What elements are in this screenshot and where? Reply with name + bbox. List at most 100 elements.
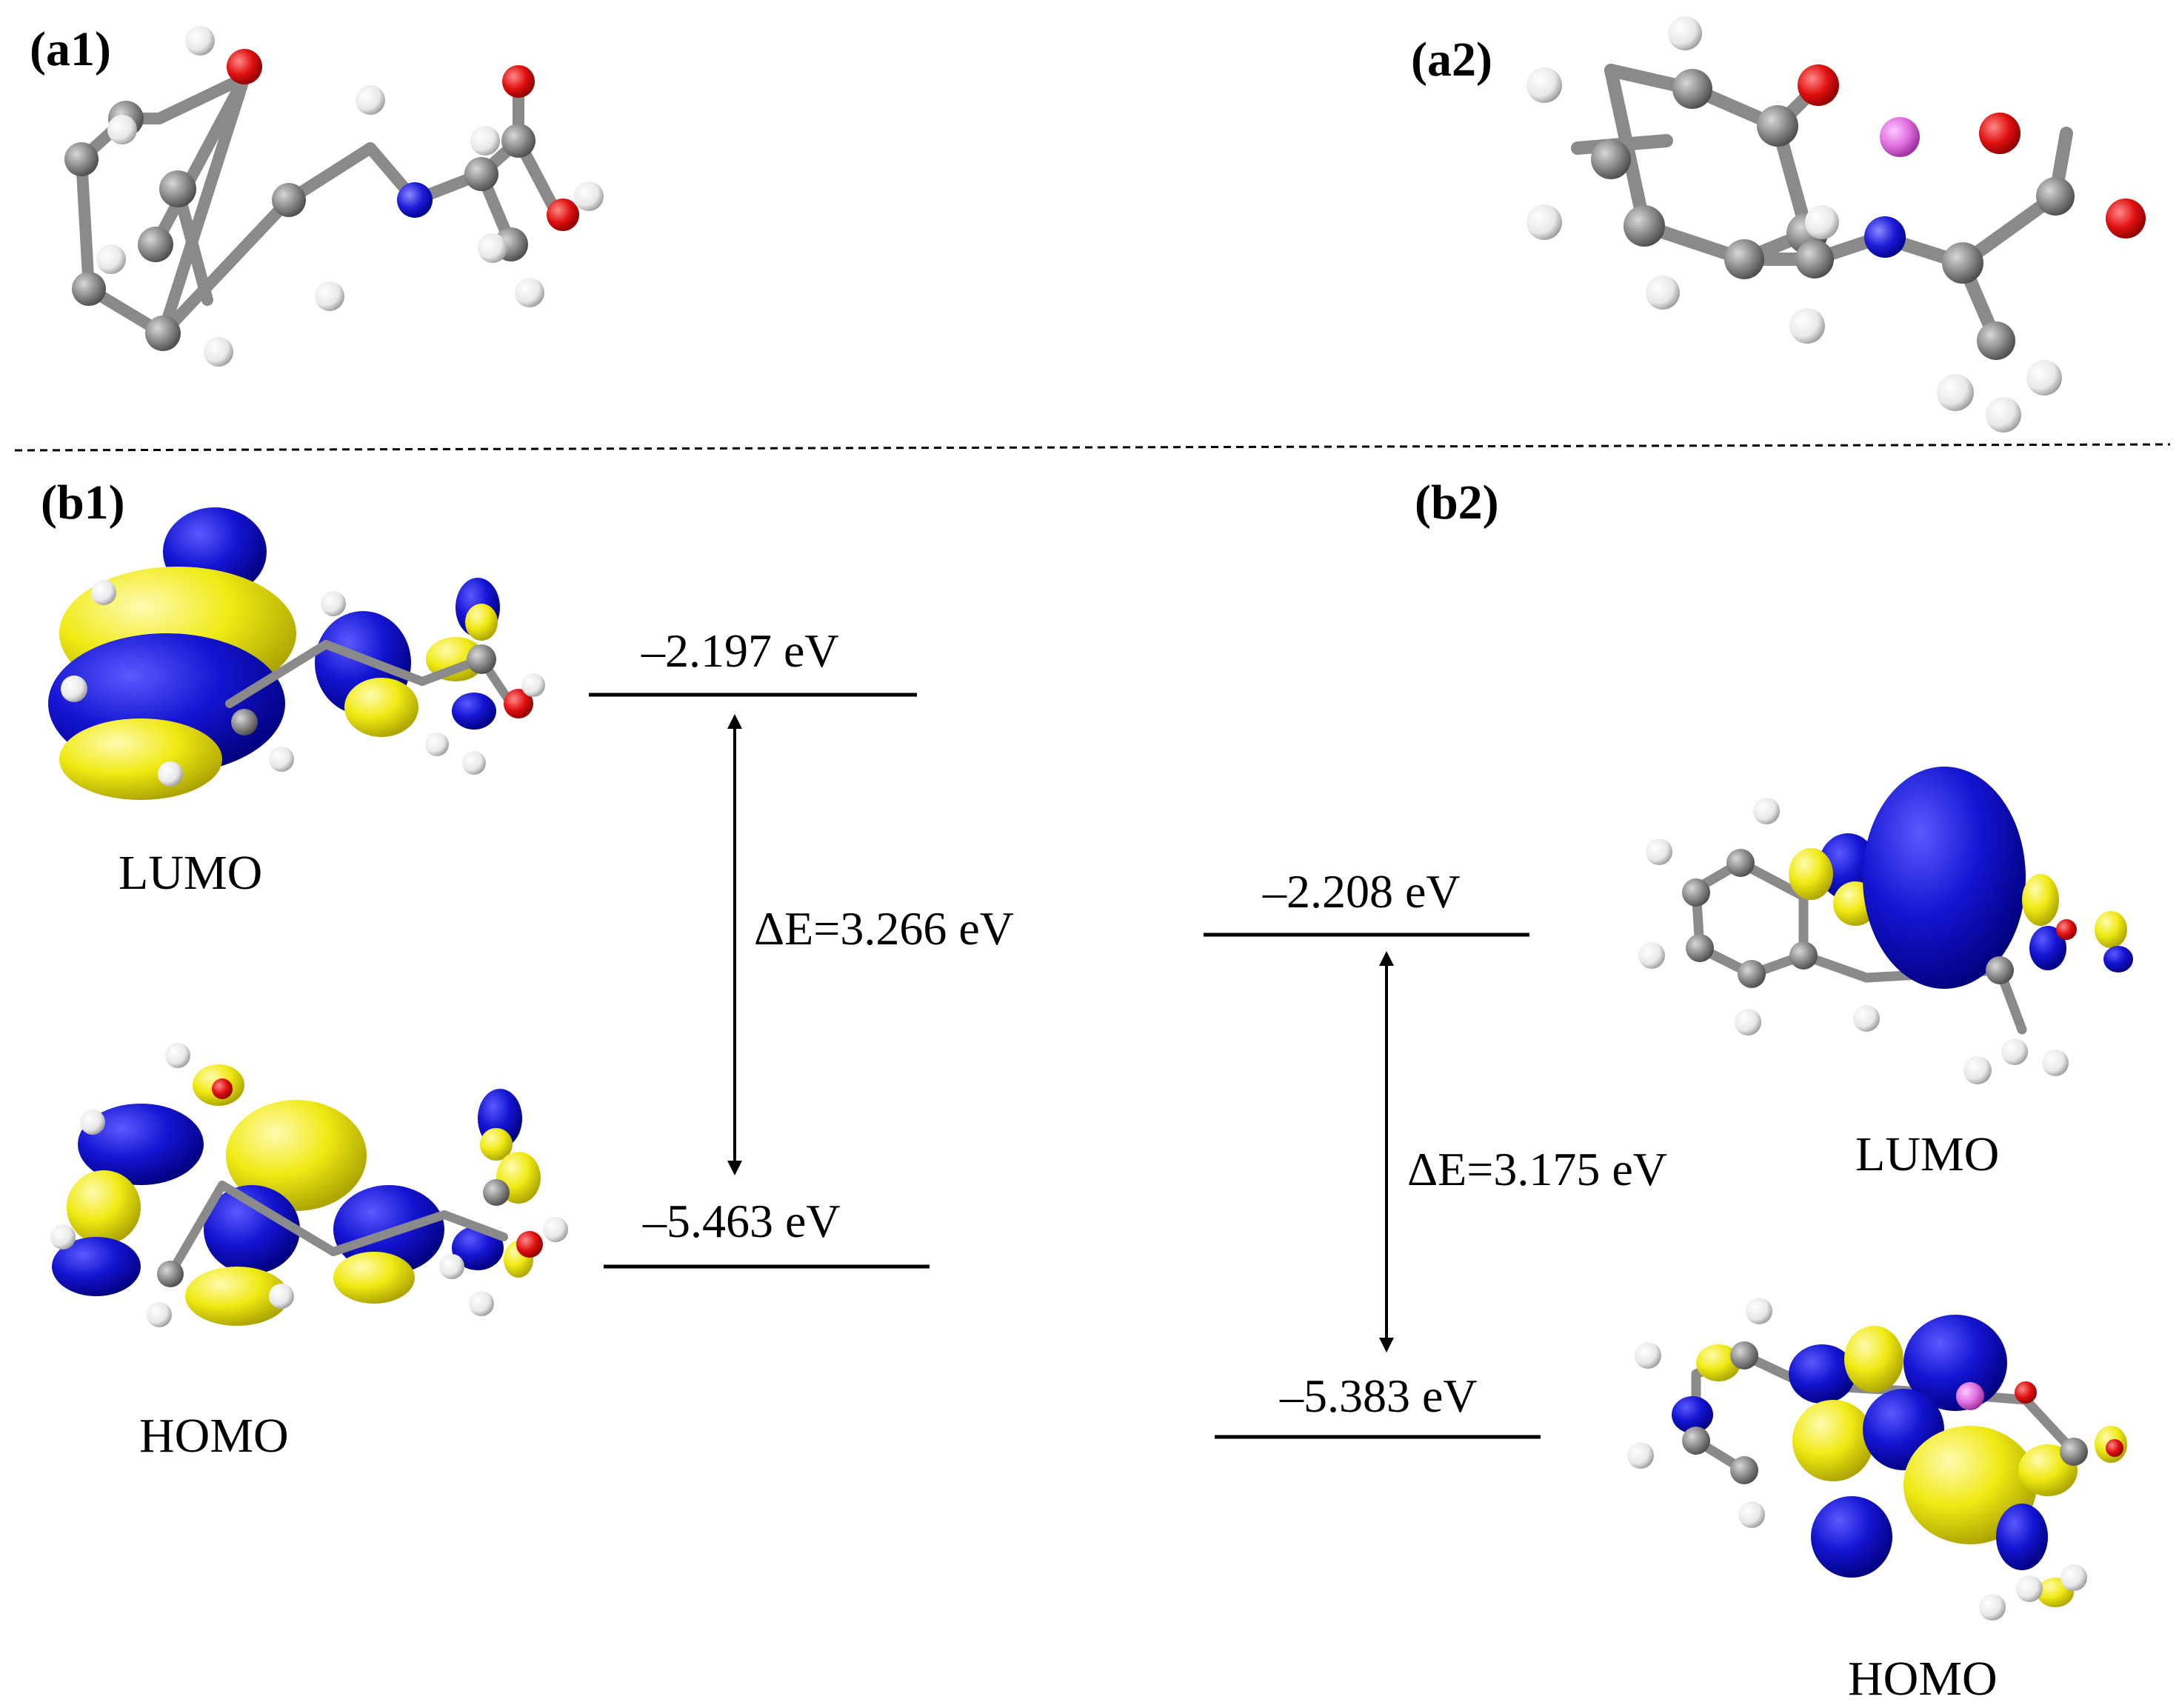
hydrogen-atom (185, 26, 215, 56)
hydrogen-atom (2026, 360, 2062, 396)
hydrogen-atom (1789, 308, 1825, 344)
carbon-atom (501, 124, 535, 158)
hydrogen-atom (1937, 374, 1974, 411)
carbon-atom (138, 227, 173, 262)
molecule-a2 (1526, 16, 2146, 433)
lumo-label-b2: LUMO (1855, 1127, 1999, 1181)
hydrogen-atom (425, 733, 449, 756)
hydrogen-atom (543, 1217, 568, 1242)
hydrogen-atom (1668, 16, 1702, 50)
panel-label-b1: (b1) (41, 476, 125, 530)
hydrogen-atom (91, 580, 116, 605)
hydrogen-atom (269, 1284, 294, 1309)
carbon-atom (1730, 1456, 1758, 1484)
carbon-atom (1682, 1427, 1710, 1455)
molecule-a1 (64, 26, 604, 367)
carbon-atom (1672, 69, 1712, 109)
lumo-energy-b1: –2.197 eV (641, 624, 839, 677)
carbon-atom (231, 709, 258, 735)
carbon-atom (145, 316, 181, 351)
homo-energy-b1: –5.463 eV (642, 1195, 841, 1247)
carbon-atom (1757, 105, 1798, 147)
carbon-atom (272, 183, 306, 217)
oxygen-atom (547, 199, 579, 231)
hydrogen-atom (204, 337, 233, 367)
oxygen-atom (227, 49, 262, 84)
section-divider (14, 443, 2171, 452)
oxygen-atom (516, 1231, 543, 1258)
hydrogen-atom (1746, 1298, 1772, 1324)
orbital-b1-homo (50, 1043, 568, 1327)
hydrogen-atom (107, 115, 137, 144)
orbital-b2-lumo (1638, 767, 2133, 1084)
orbital-b1-lumo (48, 507, 545, 800)
atoms-a1 (64, 26, 604, 367)
hydrogen-atom (1627, 1442, 1654, 1469)
nitrogen-atom (397, 182, 433, 218)
carbon-atom (1942, 242, 1983, 284)
gap-label-b2: ΔE=3.175 eV (1407, 1143, 1667, 1195)
carbon-atom (2036, 177, 2075, 216)
carbon-atom (467, 644, 496, 674)
hydrogen-atom (1738, 1501, 1765, 1528)
homo-energy-b2: –5.383 eV (1279, 1370, 1478, 1422)
hydrogen-atom (1735, 1009, 1761, 1035)
carbon-atom (1724, 239, 1764, 279)
carbon-atom (72, 272, 106, 306)
hydrogen-atom (1853, 1005, 1880, 1032)
oxygen-atom (2056, 919, 2077, 940)
hydrogen-atom (2016, 1575, 2043, 1602)
hydrogen-atom (1805, 205, 1839, 239)
hydrogen-atom (158, 761, 183, 787)
boron-atom (1880, 117, 1920, 157)
panel-label-a1: (a1) (30, 22, 111, 76)
hydrogen-atom (462, 751, 486, 775)
oxygen-atom (212, 1078, 233, 1099)
carbon-atom (1789, 941, 1818, 970)
hydrogen-atom (1635, 1342, 1661, 1369)
carbon-atom (464, 157, 498, 191)
hydrogen-atom (2042, 1050, 2069, 1076)
oxygen-atom (1798, 64, 1839, 106)
atoms-a2 (1526, 16, 2146, 433)
oxygen-atom (504, 689, 533, 718)
carbon-atom (1726, 849, 1755, 877)
hydrogen-atom (574, 181, 604, 211)
homo-label-b2: HOMO (1848, 1652, 1998, 1706)
hydrogen-atom (356, 85, 385, 115)
oxygen-atom (2106, 199, 2146, 238)
carbon-atom (2060, 1438, 2088, 1466)
hydrogen-atom (269, 747, 294, 772)
carbon-atom (1591, 139, 1631, 179)
carbon-atom (1730, 1341, 1758, 1370)
hydrogen-atom (2060, 1564, 2087, 1591)
hydrogen-atom (470, 126, 500, 156)
oxygen-atom (502, 65, 535, 98)
hydrogen-atom (96, 244, 126, 274)
carbon-atom (1686, 934, 1714, 962)
hydrogen-atom (61, 675, 87, 702)
hydrogen-atom (478, 233, 507, 263)
oxygen-atom (2106, 1439, 2123, 1457)
carbon-atom (1986, 956, 2014, 984)
hydrogen-atom (1979, 1594, 2006, 1621)
hydrogen-atom (2001, 1038, 2028, 1065)
hydrogen-atom (439, 1254, 464, 1279)
hydrogen-atom (80, 1110, 105, 1135)
hydrogen-atom (1638, 942, 1665, 969)
hydrogen-atom (1526, 67, 1562, 103)
hydrogen-atom (315, 281, 344, 311)
carbon-atom (1624, 205, 1665, 247)
hydrogen-atom (515, 278, 544, 307)
panel-label-b2: (b2) (1415, 476, 1499, 530)
carbon-atom (1682, 878, 1710, 907)
carbon-atom (64, 142, 99, 176)
gap-label-b1: ΔE=3.266 eV (754, 902, 1014, 955)
carbon-atom (1977, 321, 2015, 360)
orbital-b2-homo (1627, 1298, 2127, 1621)
hydrogen-atom (1963, 1056, 1992, 1084)
hydrogen-atom (1526, 204, 1562, 240)
lumo-energy-b2: –2.208 eV (1262, 865, 1461, 918)
nitrogen-atom (1864, 216, 1906, 258)
oxygen-atom (2015, 1381, 2037, 1404)
